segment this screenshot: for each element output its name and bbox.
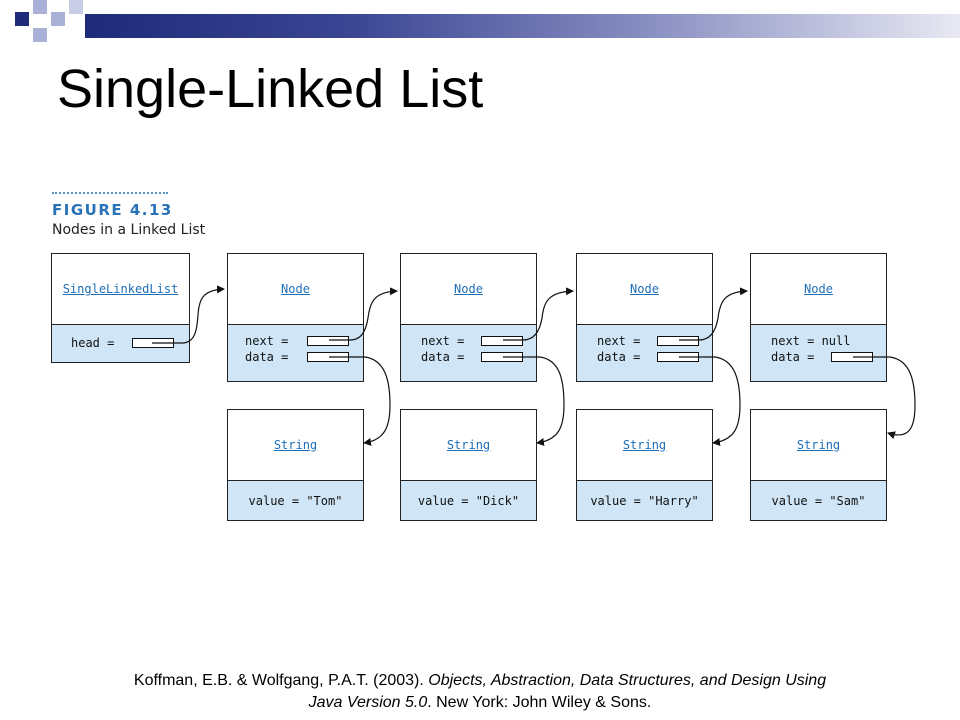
corner-square-light (51, 12, 65, 26)
figure-divider (52, 192, 168, 194)
node-class-name: Node (281, 282, 310, 296)
data-pointer-arrow (679, 356, 741, 446)
node-class-name: Node (630, 282, 659, 296)
string-box: String value = "Harry" (576, 409, 713, 521)
string-fields: value = "Dick" (401, 480, 536, 520)
data-field-label: data = (245, 350, 289, 364)
string-class-name: String (273, 438, 318, 452)
header-bar (85, 14, 960, 38)
next-reference-box (481, 336, 523, 346)
corner-square-light (69, 0, 83, 14)
data-field-label: data = (771, 350, 815, 364)
figure-label: FIGURE 4.13 (52, 201, 173, 219)
list-class-name: SingleLinkedList (62, 282, 179, 296)
next-field-label: next = (421, 334, 465, 348)
string-value-label: value = "Sam" (771, 493, 866, 508)
node-box: Node next = null data = (750, 253, 887, 382)
head-field-label: head = (71, 336, 115, 350)
corner-square-light (33, 0, 47, 14)
string-value-label: value = "Dick" (417, 493, 520, 508)
data-pointer-arrow (329, 356, 391, 446)
head-to-node-arrow (152, 285, 225, 344)
node-box: Node next = data = (400, 253, 537, 382)
next-field-label: next = null (771, 334, 851, 348)
next-reference-box (307, 336, 349, 346)
string-box: String value = "Dick" (400, 409, 537, 521)
string-fields: value = "Harry" (577, 480, 712, 520)
next-pointer-arrow (679, 287, 748, 341)
data-pointer-arrow (503, 356, 565, 446)
citation-publisher: . New York: John Wiley & Sons. (427, 694, 652, 711)
citation-title-part2: Java Version 5.0 (308, 694, 428, 711)
string-value-label: value = "Tom" (248, 493, 343, 508)
citation-authors: Koffman, E.B. & Wolfgang, P.A.T. (2003). (133, 672, 429, 689)
next-pointer-arrow (503, 287, 574, 341)
citation-title-part1: Objects, Abstraction, Data Structures, a… (428, 672, 827, 689)
string-class-name: String (446, 438, 491, 452)
data-field-label: data = (421, 350, 465, 364)
citation-line-2: Java Version 5.0. New York: John Wiley &… (0, 692, 960, 714)
node-box: Node next = data = (576, 253, 713, 382)
next-field-label: next = (597, 334, 641, 348)
next-reference-box (657, 336, 699, 346)
next-field-label: next = (245, 334, 289, 348)
node-fields: next = data = (401, 324, 536, 381)
string-value-label: value = "Harry" (590, 493, 699, 508)
figure-caption: Nodes in a Linked List (52, 222, 206, 238)
next-pointer-arrow (329, 287, 398, 341)
string-fields: value = "Tom" (228, 480, 363, 520)
node-class-name: Node (454, 282, 483, 296)
citation-line-1: Koffman, E.B. & Wolfgang, P.A.T. (2003).… (0, 670, 960, 692)
node-box: Node next = data = (227, 253, 364, 382)
data-field-label: data = (597, 350, 641, 364)
node-class-name: Node (804, 282, 833, 296)
node-fields: next = null data = (751, 324, 886, 381)
citation: Koffman, E.B. & Wolfgang, P.A.T. (2003).… (0, 670, 960, 714)
corner-square-light (33, 28, 47, 42)
slide-title: Single-Linked List (57, 59, 484, 119)
string-box: String value = "Sam" (750, 409, 887, 521)
string-class-name: String (622, 438, 667, 452)
string-box: String value = "Tom" (227, 409, 364, 521)
corner-square-dark (15, 12, 29, 26)
string-fields: value = "Sam" (751, 480, 886, 520)
data-pointer-arrow (853, 356, 916, 440)
string-class-name: String (796, 438, 841, 452)
node-fields: next = data = (228, 324, 363, 381)
node-fields: next = data = (577, 324, 712, 381)
